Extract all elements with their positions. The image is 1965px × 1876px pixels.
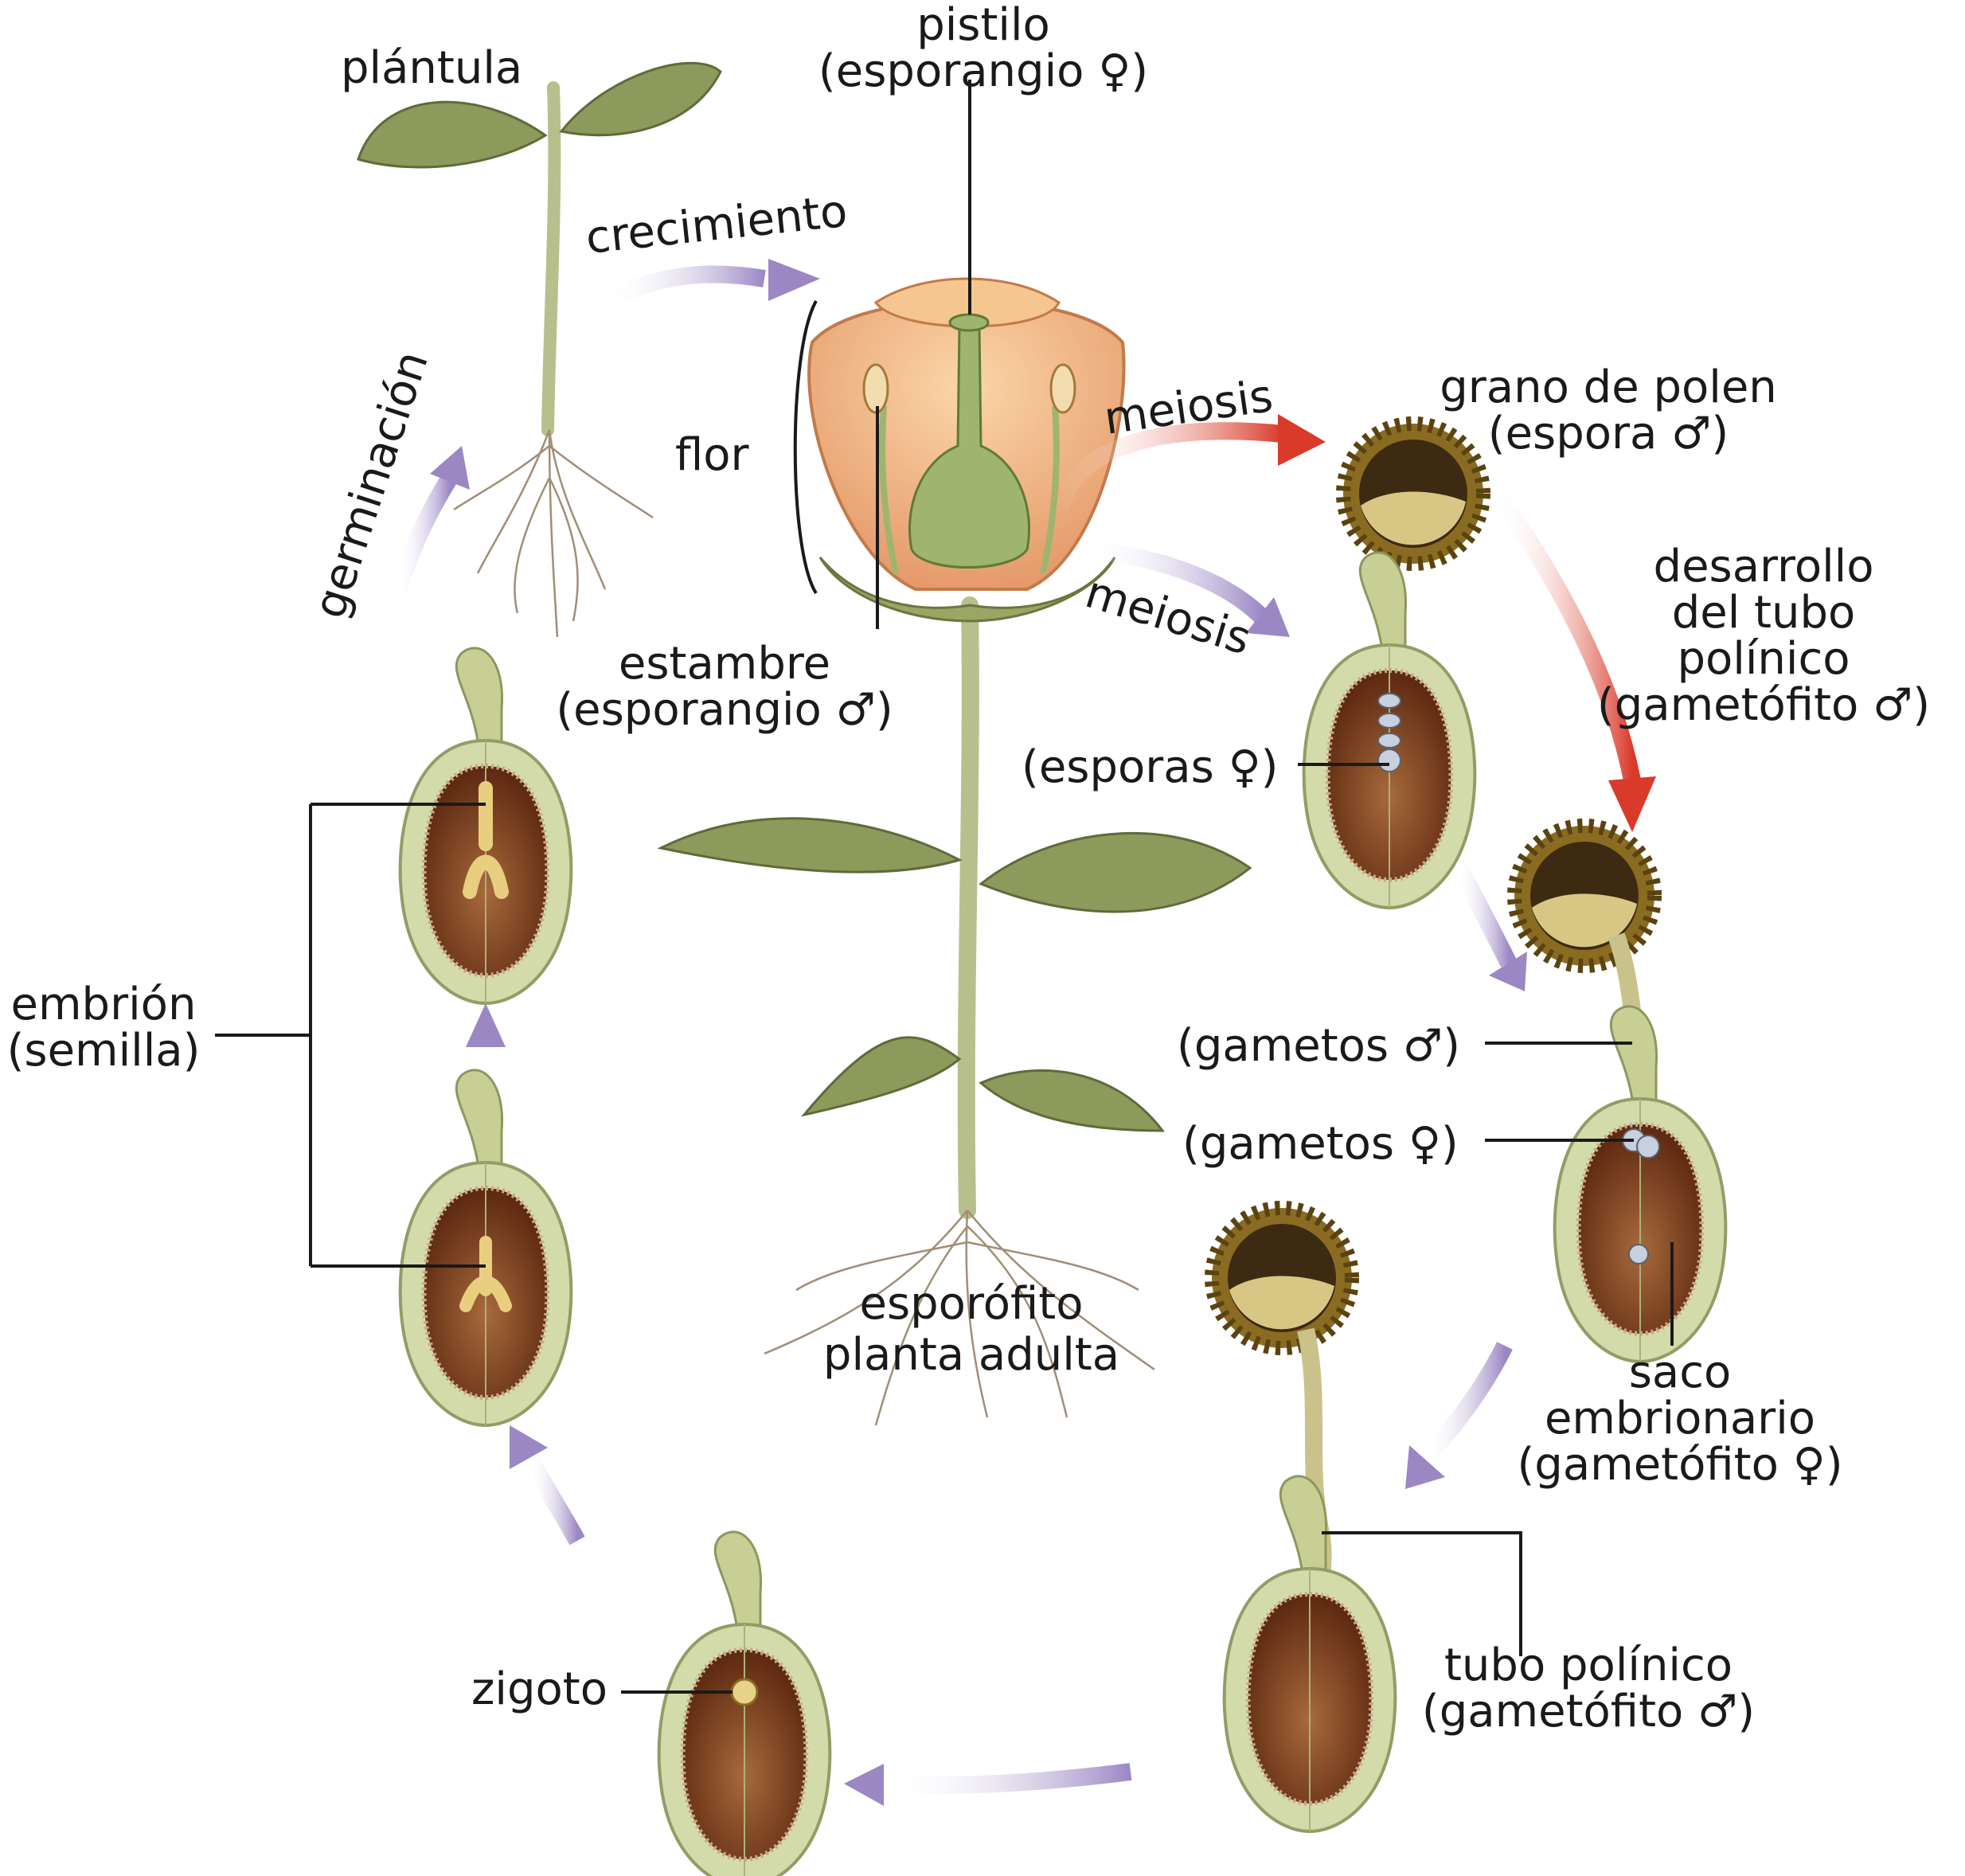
label-desarrollo-1: desarrollo [1654, 541, 1874, 592]
label-zigoto: zigoto [471, 1663, 607, 1715]
label-estambre-1: estambre [619, 638, 830, 690]
label-embrion-2: (semilla) [7, 1025, 201, 1077]
label-gametos-m: (gametos ♂) [1177, 1020, 1460, 1072]
label-tubo-2: (gametófito ♂) [1422, 1686, 1755, 1737]
label-grano-1: grano de polen [1440, 362, 1777, 413]
label-esporofito-2: planta adulta [823, 1329, 1119, 1381]
pollen-grain-illustration [1343, 424, 1483, 564]
male-meiosis-arrows [1050, 414, 1656, 832]
label-embrion-1: embrión [11, 979, 197, 1030]
label-pistilo-1: pistilo [916, 0, 1050, 51]
arrow-gametes-to-tube [1419, 1342, 1513, 1464]
ovule-spores-illustration [1304, 553, 1475, 908]
arrow-tube-to-zygote [883, 1763, 1132, 1794]
label-grano-2: (espora ♂) [1488, 408, 1729, 459]
ovule-gametes-illustration [1555, 1006, 1726, 1362]
label-esporas: (esporas ♀) [1022, 741, 1278, 793]
arrow-desarrollo-tubo [1490, 488, 1641, 783]
label-saco-3: (gametófito ♀) [1517, 1439, 1842, 1491]
leader-lines [215, 80, 1674, 1694]
adult-plant-illustration [657, 596, 1252, 1426]
label-esporofito-1: esporófito [860, 1278, 1084, 1330]
label-plantula: plántula [341, 42, 522, 94]
female-gametes [1622, 1128, 1660, 1264]
bracket-flor [793, 300, 818, 595]
label-tubo-1: tubo polínico [1444, 1640, 1733, 1691]
label-saco-1: saco [1629, 1346, 1732, 1398]
label-desarrollo-4: (gametófito ♂) [1597, 679, 1930, 731]
label-germinacion: germinación [303, 345, 438, 624]
label-crecimiento: crecimiento [584, 186, 850, 264]
label-saco-2: embrionario [1545, 1393, 1815, 1444]
label-meiosis-bottom: meiosis [1080, 566, 1256, 665]
arrow-spores-to-gametes [1449, 859, 1517, 967]
label-flor: flor [675, 429, 750, 481]
label-desarrollo-3: polínico [1677, 633, 1850, 685]
leader-tubo [1322, 1531, 1522, 1656]
cycle-arrows [389, 259, 1527, 1806]
arrow-meiosis-female [1085, 541, 1268, 623]
label-estambre-2: (esporangio ♂) [556, 684, 893, 736]
arrow-crecimiento [600, 265, 766, 311]
ovule-pollen-tube-illustration [1225, 1476, 1396, 1831]
label-pistilo-2: (esporangio ♀) [818, 45, 1148, 97]
labels: plántula pistilo (esporangio ♀) crecimie… [7, 0, 1931, 1737]
seedling-illustration [357, 61, 722, 638]
arrow-zygote-to-embryo [522, 1453, 585, 1546]
label-gametos-f: (gametos ♀) [1182, 1118, 1459, 1170]
bracket-embrion [215, 803, 486, 1268]
flower-illustration [807, 277, 1126, 623]
arrow-germinacion [389, 473, 458, 592]
arrow-meiosis-male [1050, 422, 1283, 513]
label-desarrollo-2: del tubo [1672, 587, 1856, 639]
zygote-cell [730, 1678, 759, 1706]
